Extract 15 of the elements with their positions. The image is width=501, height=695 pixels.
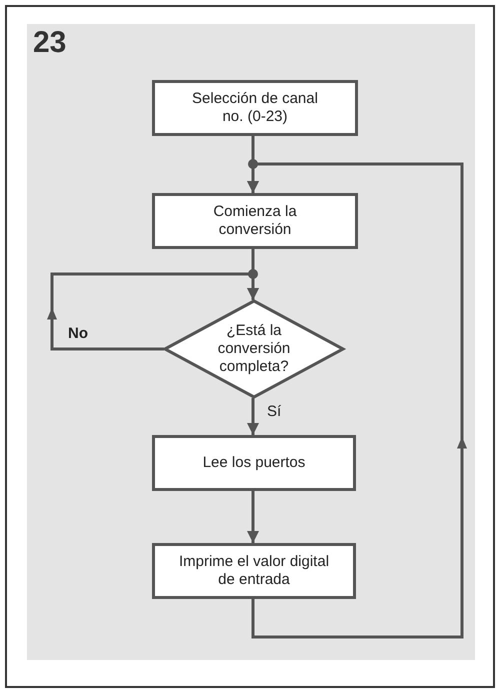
arrow [47,272,259,350]
step-text: Lee los puertos [202,454,306,472]
process-box [152,80,358,136]
arrow [247,491,259,543]
process-box [152,435,356,491]
process-box [152,543,356,599]
step-text: Imprime el valor digital de entrada [178,553,330,589]
decision-diamond [164,300,344,398]
arrow [247,398,259,435]
step-text: ¿Está la conversión completa? [216,322,292,376]
figure-number: 23 [33,26,66,60]
step-text: Selección de canal no. (0-23) [191,90,319,126]
arrow [247,162,467,638]
step-text: Comienza la conversión [212,203,298,239]
process-box [152,193,358,249]
